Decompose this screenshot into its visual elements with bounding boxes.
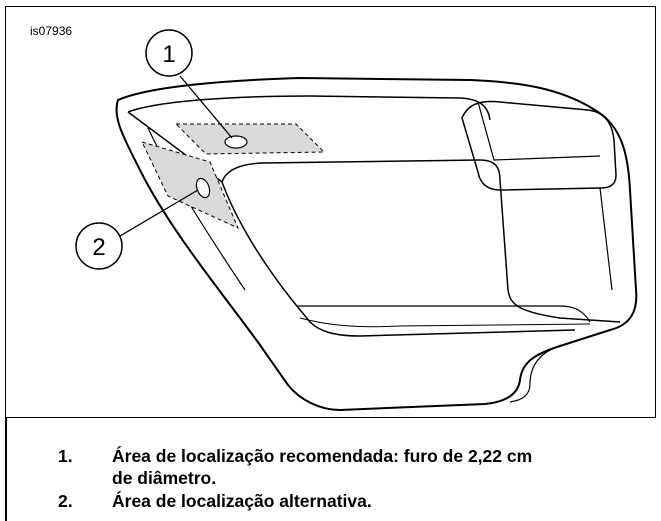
legend-item-1-text-line2: de diâmetro.: [112, 468, 217, 488]
callout-1-number: 1: [162, 41, 175, 68]
part-outer-outline: [115, 76, 638, 412]
alternative-area-shading: [141, 141, 239, 229]
legend-item-1-number: 1.: [58, 446, 73, 466]
legend-item-2-text: Área de localização alternativa.: [112, 491, 372, 511]
figure-id: is07936: [30, 24, 73, 38]
part-lower-flange: [509, 345, 561, 403]
part-raised-block-edge: [477, 101, 601, 161]
recommended-hole: [224, 135, 248, 149]
part-raised-block-side: [599, 187, 613, 291]
part-well-outline: [221, 159, 621, 323]
legend-item-1-text-line1: Área de localização recomendada: furo de…: [112, 446, 533, 466]
legend-item-2-number: 2.: [58, 491, 73, 511]
part-well-bottom: [221, 181, 576, 337]
callout-1-circle: [145, 29, 193, 77]
part-illustration: 1 2: [75, 29, 638, 412]
part-rim-line: [127, 95, 491, 121]
part-raised-block: [461, 100, 617, 191]
callout-2-leader: [119, 189, 199, 237]
page-margin-rule: [5, 418, 7, 521]
recommended-area-shading: [174, 123, 326, 155]
part-well-bottom-inner: [296, 305, 591, 323]
callout-1-leader: [179, 75, 233, 139]
callout-2-circle: [75, 222, 123, 270]
part-well-ledge: [299, 317, 591, 328]
callout-2-number: 2: [92, 234, 105, 261]
